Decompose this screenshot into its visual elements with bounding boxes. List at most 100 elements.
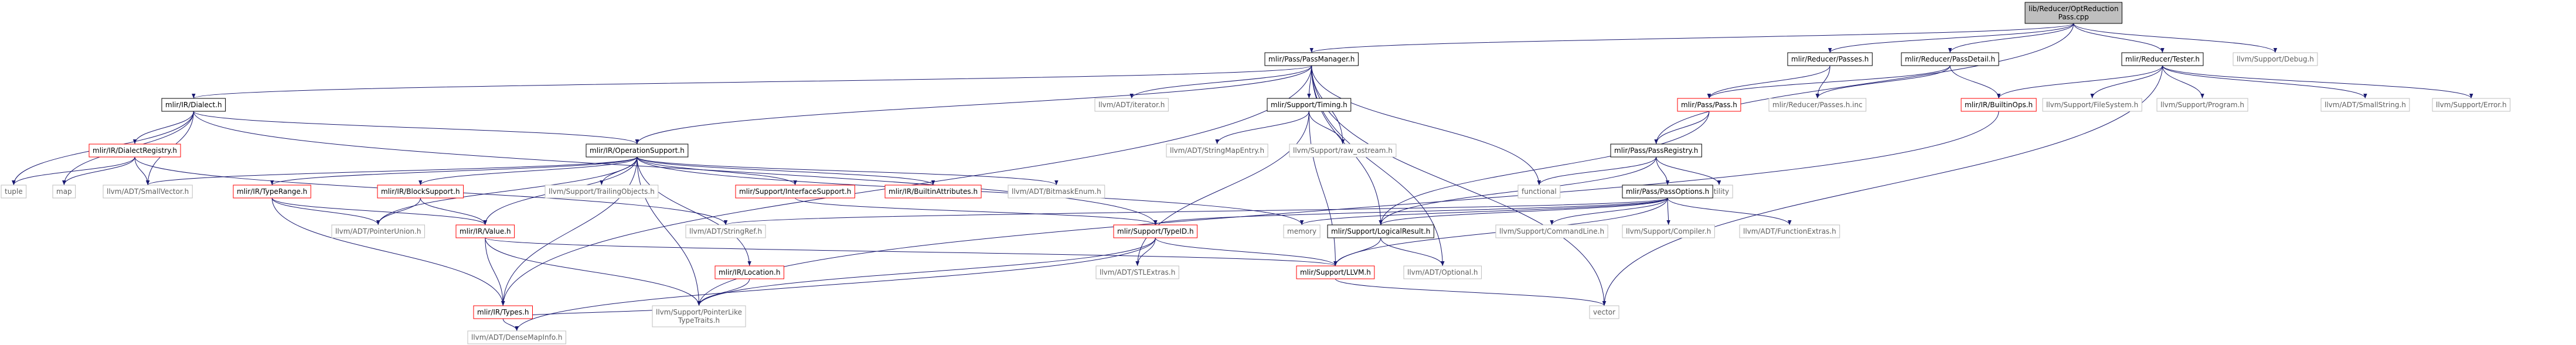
node-box xyxy=(2320,98,2410,112)
edge-passh-to-passregistry xyxy=(1654,111,1710,145)
node-box xyxy=(1787,52,1873,66)
node-box xyxy=(1283,224,1321,238)
node-blocksupport[interactable]: mlir/IR/BlockSupport.h xyxy=(377,185,464,199)
node-label: mlir/IR/BlockSupport.h xyxy=(381,187,460,196)
node-value[interactable]: mlir/IR/Value.h xyxy=(455,224,515,238)
edge-typeid-to-densemapinfo xyxy=(515,237,1156,332)
node-typeid[interactable]: mlir/Support/TypeID.h xyxy=(1113,224,1198,238)
node-box xyxy=(331,224,426,238)
node-densemapinfo: llvm/ADT/DenseMapInfo.h xyxy=(467,330,566,344)
edge-interfacesupport-to-typeid xyxy=(795,197,1158,226)
node-compiler: llvm/Support/Compiler.h xyxy=(1622,224,1715,238)
node-box xyxy=(714,265,784,279)
node-bitmaskenum: llvm/ADT/BitmaskEnum.h xyxy=(1008,185,1105,199)
edge-blocksupport-to-pointerunion xyxy=(376,197,421,226)
node-label: llvm/Support/TrailingObjects.h xyxy=(549,187,655,196)
node-passregistry[interactable]: mlir/Pass/PassRegistry.h xyxy=(1610,144,1702,158)
node-stringmapentry: llvm/ADT/StringMapEntry.h xyxy=(1166,144,1268,158)
node-passmanager[interactable]: mlir/Pass/PassManager.h xyxy=(1264,52,1359,66)
edge-logicalresult-to-optional xyxy=(1380,237,1445,267)
edge-root-to-passmanager xyxy=(1309,23,2074,53)
node-interfacesupport[interactable]: mlir/Support/InterfaceSupport.h xyxy=(735,185,855,199)
node-commandline: llvm/Support/CommandLine.h xyxy=(1495,224,1608,238)
edge-dialect-to-typeid xyxy=(193,111,1158,226)
edge-root-to-passdetail xyxy=(1948,23,2074,53)
node-error: llvm/Support/Error.h xyxy=(2432,98,2511,112)
node-types[interactable]: mlir/IR/Types.h xyxy=(473,305,533,319)
node-label: vector xyxy=(1593,308,1615,316)
node-box xyxy=(455,224,515,238)
node-label: llvm/ADT/FunctionExtras.h xyxy=(1743,227,1836,235)
node-box xyxy=(1267,98,1352,112)
edge-typeid-to-llvmh xyxy=(1155,237,1338,267)
node-box xyxy=(161,98,226,112)
node-typerange[interactable]: mlir/IR/TypeRange.h xyxy=(233,185,311,199)
edge-root-to-tester xyxy=(2073,23,2165,53)
node-box xyxy=(467,330,566,344)
edge-passoptions-to-compiler xyxy=(1666,197,1670,226)
node-box xyxy=(1517,185,1561,199)
node-passh[interactable]: mlir/Pass/Pass.h xyxy=(1677,98,1741,112)
node-box xyxy=(473,305,533,319)
edge-dialectregistry-to-map xyxy=(62,156,135,186)
node-label: TypeTraits.h xyxy=(678,316,720,324)
node-label: llvm/Support/FileSystem.h xyxy=(2046,101,2138,109)
node-box xyxy=(2121,52,2204,66)
edge-opsupport-to-builtinattributes xyxy=(637,156,935,186)
node-box xyxy=(1289,144,1397,158)
node-dialectregistry[interactable]: mlir/IR/DialectRegistry.h xyxy=(89,144,181,158)
node-label: mlir/Pass/PassRegistry.h xyxy=(1614,146,1698,155)
node-label: map xyxy=(56,187,72,196)
node-passoptions[interactable]: mlir/Pass/PassOptions.h xyxy=(1622,185,1713,199)
node-tester[interactable]: mlir/Reducer/Tester.h xyxy=(2121,52,2204,66)
node-label: Pass.cpp xyxy=(2058,13,2089,21)
node-label: mlir/Pass/PassManager.h xyxy=(1268,55,1355,63)
node-box xyxy=(1768,98,1867,112)
edge-dialect-to-dialectregistry xyxy=(132,111,194,145)
edge-typerange-to-types xyxy=(271,197,505,306)
edge-opsupport-to-types xyxy=(501,156,638,306)
node-box xyxy=(2432,98,2511,112)
edge-value-to-types xyxy=(485,237,505,306)
node-label: llvm/ADT/Optional.h xyxy=(1407,268,1478,276)
node-llvmh[interactable]: mlir/Support/LLVM.h xyxy=(1296,265,1375,279)
node-box xyxy=(2024,2,2122,24)
edge-passmanager-to-dialect xyxy=(192,65,1312,99)
node-passes[interactable]: mlir/Reducer/Passes.h xyxy=(1787,52,1873,66)
edge-tester-to-builtinops xyxy=(1996,65,2163,99)
node-builtinops[interactable]: mlir/IR/BuiltinOps.h xyxy=(1961,98,2037,112)
edge-passoptions-to-functionextras xyxy=(1667,197,1792,226)
node-vector: vector xyxy=(1589,305,1619,319)
node-passdetail[interactable]: mlir/Reducer/PassDetail.h xyxy=(1901,52,1999,66)
node-box xyxy=(1327,224,1434,238)
node-box xyxy=(652,305,746,327)
node-box xyxy=(685,224,766,238)
node-box xyxy=(377,185,464,199)
node-box xyxy=(89,144,181,158)
node-box xyxy=(1296,265,1375,279)
edge-tester-to-error xyxy=(2162,65,2473,99)
node-label: llvm/Support/raw_ostream.h xyxy=(1293,146,1393,155)
node-smallvector: llvm/ADT/SmallVector.h xyxy=(103,185,193,199)
node-box xyxy=(103,185,193,199)
node-stringref: llvm/ADT/StringRef.h xyxy=(685,224,766,238)
node-memory: memory xyxy=(1283,224,1321,238)
node-pointerunion: llvm/ADT/PointerUnion.h xyxy=(331,224,426,238)
node-builtinattributes[interactable]: mlir/IR/BuiltinAttributes.h xyxy=(884,185,982,199)
node-logicalresult[interactable]: mlir/Support/LogicalResult.h xyxy=(1327,224,1434,238)
node-box xyxy=(52,185,76,199)
node-optional: llvm/ADT/Optional.h xyxy=(1403,265,1482,279)
node-label: mlir/Pass/PassOptions.h xyxy=(1626,187,1709,196)
node-label: mlir/IR/TypeRange.h xyxy=(237,187,307,196)
node-label: memory xyxy=(1287,227,1316,235)
node-box xyxy=(1495,224,1608,238)
node-dialect[interactable]: mlir/IR/Dialect.h xyxy=(161,98,226,112)
node-label: lib/Reducer/OptReduction xyxy=(2029,5,2118,13)
node-timing[interactable]: mlir/Support/Timing.h xyxy=(1267,98,1352,112)
node-location[interactable]: mlir/IR/Location.h xyxy=(714,265,784,279)
edge-passregistry-to-passoptions xyxy=(1656,156,1670,186)
node-opsupport[interactable]: mlir/IR/OperationSupport.h xyxy=(586,144,689,158)
node-box xyxy=(1677,98,1741,112)
